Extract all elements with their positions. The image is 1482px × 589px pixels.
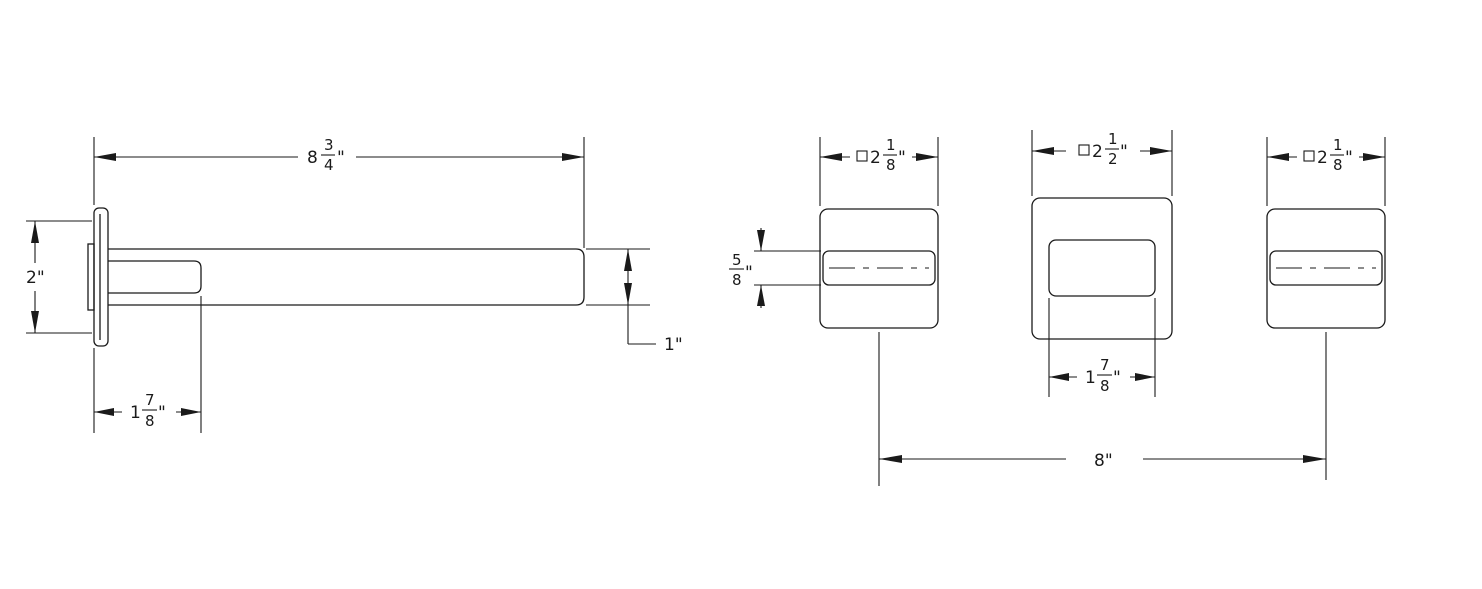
handle-plate — [1266, 208, 1386, 329]
dim-label: 8" — [1094, 451, 1113, 471]
arrow-head — [757, 230, 765, 251]
dim-unit: " — [1113, 368, 1121, 388]
spout-side-view — [87, 207, 585, 347]
dim-numerator: 3 — [324, 136, 334, 154]
handle-lever — [1269, 250, 1383, 286]
dim-lever-height: 5 8 " — [729, 228, 821, 308]
handle-plate — [819, 208, 939, 329]
arrow-head — [1363, 153, 1385, 161]
right-handle-front — [1266, 208, 1386, 329]
dim-spout-length: 8 3 4 " — [93, 136, 585, 248]
arrow-head — [624, 249, 632, 271]
arrow-head — [1049, 373, 1069, 381]
left-handle-front — [819, 208, 939, 329]
square-symbol-icon — [856, 150, 868, 162]
dim-whole: 8 — [307, 148, 318, 168]
arrow-head — [1150, 147, 1172, 155]
dim-whole: 2 — [1092, 142, 1103, 162]
dim-handle-left-width: 2 1 8 " — [819, 136, 939, 206]
arrow-head — [1032, 147, 1054, 155]
dim-whole: 1 — [130, 403, 141, 423]
arrow-head — [1267, 153, 1289, 161]
dim-spout-height: 1" — [586, 248, 683, 355]
square-symbol-icon — [1303, 150, 1315, 162]
dim-numerator: 1 — [1333, 136, 1343, 154]
spout-opening — [1048, 239, 1156, 297]
dim-unit: " — [1120, 142, 1128, 162]
spout-body — [108, 248, 585, 306]
dim-denominator: 8 — [145, 412, 155, 430]
dim-unit: " — [1345, 148, 1353, 168]
arrow-head — [181, 408, 201, 416]
arrow-head — [562, 153, 584, 161]
arrow-head — [31, 311, 39, 333]
dim-denominator: 8 — [1333, 156, 1343, 174]
dim-denominator: 8 — [732, 271, 742, 289]
dim-unit: " — [745, 263, 753, 283]
arrow-head — [879, 455, 902, 463]
spout-neck — [108, 260, 202, 294]
flange-outline — [93, 207, 109, 347]
arrow-head — [1135, 373, 1155, 381]
spout-plate — [1031, 197, 1173, 340]
dim-whole: 2 — [870, 148, 881, 168]
square-symbol-icon — [1078, 144, 1090, 156]
dim-numerator: 7 — [145, 391, 155, 409]
dim-handle-right-width: 2 1 8 " — [1266, 136, 1386, 206]
dim-denominator: 8 — [1100, 377, 1110, 395]
dim-whole: 1 — [1085, 368, 1096, 388]
dim-denominator: 8 — [886, 156, 896, 174]
handle-lever — [822, 250, 936, 286]
arrow-head — [820, 153, 842, 161]
dim-unit: " — [158, 403, 166, 423]
dim-opening-width: 1 7 8 " — [1048, 298, 1156, 397]
dim-unit: " — [337, 148, 345, 168]
arrow-head — [916, 153, 938, 161]
flange-back — [87, 243, 95, 311]
dim-numerator: 1 — [1108, 130, 1118, 148]
dim-plate-width: 2 1 2 " — [1031, 130, 1173, 196]
arrow-head — [31, 221, 39, 243]
arrow-head — [624, 283, 632, 305]
arrow-head — [757, 285, 765, 306]
dim-handle-spread: 8" — [878, 332, 1327, 486]
dim-whole: 2 — [1317, 148, 1328, 168]
dim-unit: " — [898, 148, 906, 168]
dim-denominator: 4 — [324, 156, 334, 174]
arrow-head — [94, 408, 114, 416]
dim-flange-height: 2" — [26, 220, 92, 334]
arrow-head — [94, 153, 116, 161]
dim-spout-neck: 1 7 8 " — [93, 296, 202, 433]
dim-numerator: 1 — [886, 136, 896, 154]
arrow-head — [1303, 455, 1326, 463]
dim-label: 2" — [26, 268, 45, 288]
dim-denominator: 2 — [1108, 150, 1118, 168]
spout-plate-front — [1031, 197, 1173, 340]
dim-numerator: 5 — [732, 251, 742, 269]
dim-label: 1" — [664, 335, 683, 355]
dim-numerator: 7 — [1100, 356, 1110, 374]
